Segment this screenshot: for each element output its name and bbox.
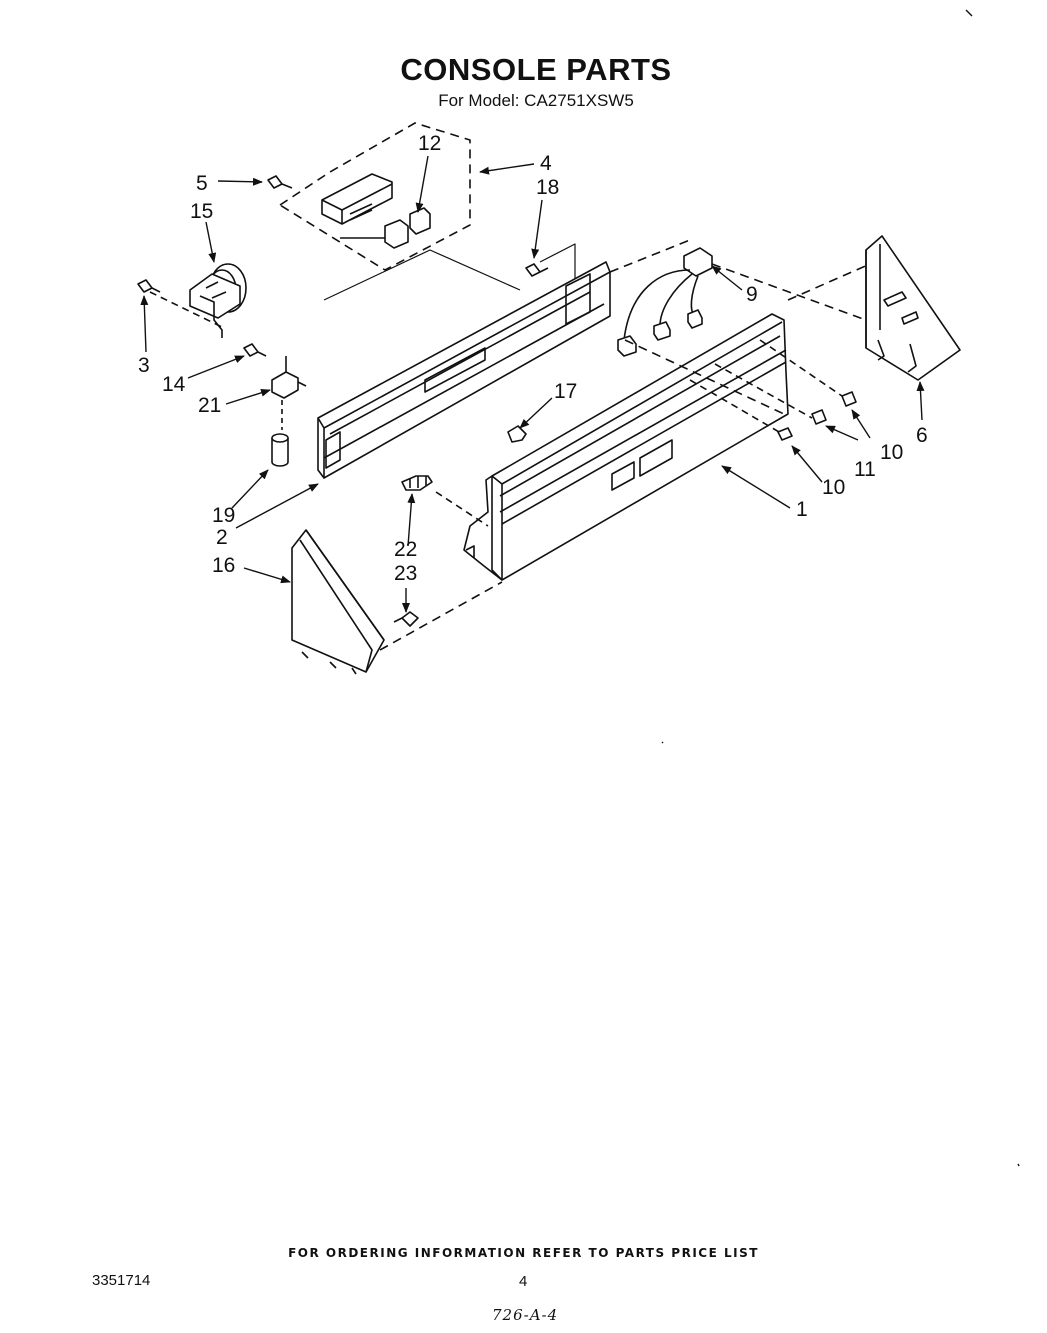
screw-part-23 xyxy=(393,611,419,627)
callout-labels: 1 2 3 4 5 6 9 10 10 11 12 14 15 16 17 18… xyxy=(138,132,928,585)
callout-22: 22 xyxy=(394,538,417,561)
callout-9: 9 xyxy=(746,283,758,306)
clip-part-17 xyxy=(507,425,527,443)
screw-part-5 xyxy=(267,175,293,189)
callout-11: 11 xyxy=(854,458,876,481)
screw-part-14 xyxy=(243,343,267,357)
screw-part-18 xyxy=(525,263,549,277)
control-panel-part-1 xyxy=(379,263,871,651)
callout-19: 19 xyxy=(212,504,235,527)
callout-23: 23 xyxy=(394,562,417,585)
model-subtitle: For Model: CA2751XSW5 xyxy=(438,91,634,110)
switch-assembly-part-4 xyxy=(279,122,471,271)
callout-16: 16 xyxy=(212,554,235,577)
callout-21: 21 xyxy=(198,394,221,417)
callout-4: 4 xyxy=(540,152,552,175)
connector-part-22 xyxy=(401,475,433,491)
clip-part-21 xyxy=(271,356,307,430)
page-title: CONSOLE PARTS xyxy=(400,52,672,87)
wire-harness-part-9 xyxy=(617,247,867,357)
callout-17: 17 xyxy=(554,380,577,403)
callout-2: 2 xyxy=(216,526,228,549)
end-cap-part-16 xyxy=(291,529,385,675)
scan-marks xyxy=(661,9,1020,1167)
cylinder-part-19 xyxy=(271,433,289,467)
timer-part-15 xyxy=(149,263,247,338)
screw-part-3 xyxy=(137,279,161,293)
document-number: 3351714 xyxy=(92,1272,151,1289)
leader-arrows xyxy=(140,155,925,613)
callout-5: 5 xyxy=(196,172,208,195)
callout-10-lower: 10 xyxy=(822,476,845,499)
fasteners-parts-10-11 xyxy=(777,391,857,441)
page-number: 4 xyxy=(519,1273,528,1290)
callout-18: 18 xyxy=(536,176,559,199)
callout-15: 15 xyxy=(190,200,213,223)
callout-12: 12 xyxy=(418,132,441,155)
callout-3: 3 xyxy=(138,354,150,377)
console-bracket-part-2 xyxy=(317,239,691,479)
callout-14: 14 xyxy=(162,373,186,396)
handwritten-code: 726-A-4 xyxy=(492,1306,559,1324)
callout-10-upper: 10 xyxy=(880,441,903,464)
callout-1: 1 xyxy=(796,498,808,521)
callout-6: 6 xyxy=(916,424,928,447)
ordering-note: FOR ORDERING INFORMATION REFER TO PARTS … xyxy=(288,1246,759,1260)
end-cap-part-6 xyxy=(865,235,961,381)
